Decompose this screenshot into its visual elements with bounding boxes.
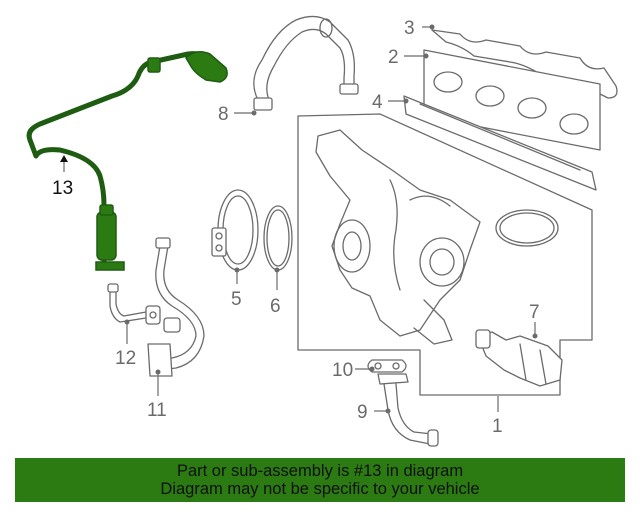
callout-10[interactable]: 10 xyxy=(332,360,353,381)
part-9-oil-return-pipe[interactable] xyxy=(377,373,439,447)
callout-9[interactable]: 9 xyxy=(357,402,368,423)
callout-3[interactable]: 3 xyxy=(404,18,415,39)
part-3-gasket[interactable] xyxy=(431,29,618,99)
callout-1[interactable]: 1 xyxy=(492,416,503,437)
callout-13[interactable]: 13 xyxy=(52,178,73,199)
banner-line-2: Diagram may not be specific to your vehi… xyxy=(160,480,480,498)
part-10-gasket[interactable] xyxy=(367,359,407,373)
part-7-actuator[interactable] xyxy=(475,329,563,387)
callout-7[interactable]: 7 xyxy=(529,302,540,323)
callout-6[interactable]: 6 xyxy=(270,296,281,317)
callout-8[interactable]: 8 xyxy=(218,104,229,125)
callout-2[interactable]: 2 xyxy=(388,47,399,68)
callouts: 3 2 4 8 13 5 6 7 10 9 1 12 11 xyxy=(52,18,540,437)
parts-diagram: 3 2 4 8 13 5 6 7 10 9 1 12 11 xyxy=(26,15,618,447)
callout-12[interactable]: 12 xyxy=(115,348,136,369)
banner-line-1: Part or sub-assembly is #13 in diagram xyxy=(176,462,464,480)
part-2-manifold-gasket[interactable] xyxy=(423,49,601,151)
part-13-oil-line[interactable] xyxy=(26,51,228,271)
info-banner: Part or sub-assembly is #13 in diagram D… xyxy=(15,458,625,502)
callout-4[interactable]: 4 xyxy=(372,92,383,113)
part-11-coolant-pipe[interactable] xyxy=(147,237,205,377)
part-8-coolant-hose[interactable] xyxy=(253,15,359,111)
part-12-pipe[interactable] xyxy=(107,283,161,325)
callout-5[interactable]: 5 xyxy=(231,289,242,310)
part-4-gasket[interactable] xyxy=(403,95,597,191)
part-6-o-ring[interactable] xyxy=(263,205,293,271)
callout-11[interactable]: 11 xyxy=(147,400,167,421)
part-5-clamp[interactable] xyxy=(211,189,259,271)
leader-lines xyxy=(60,24,538,414)
